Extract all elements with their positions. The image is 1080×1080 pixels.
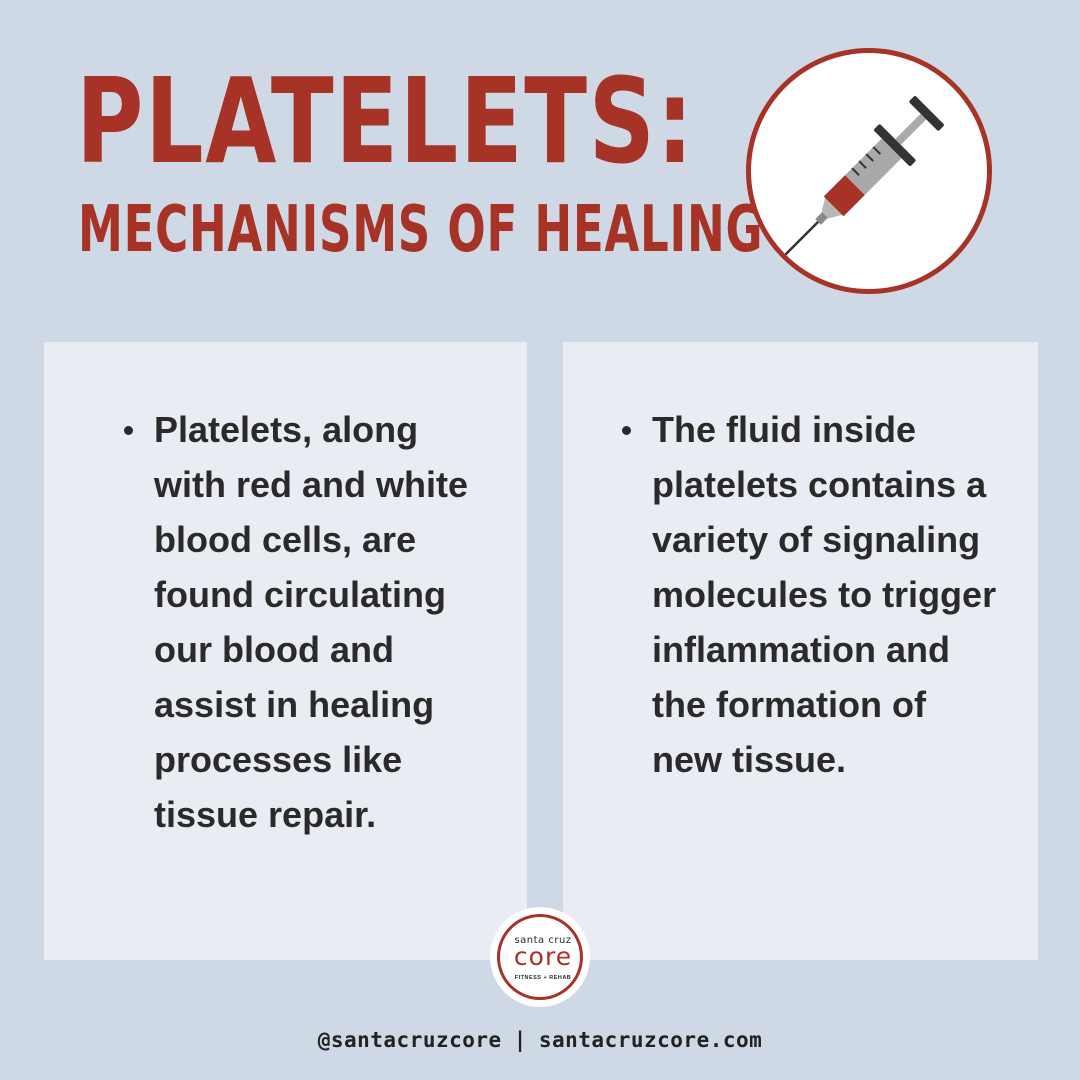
footer-website: santacruzcore.com [538,1028,763,1052]
list-item: Platelets, along with red and white bloo… [124,402,484,842]
panel-left: Platelets, along with red and white bloo… [44,342,527,960]
logo-ring: santa cruz core FITNESS + REHAB [497,914,583,1000]
panel-right-text: The fluid inside platelets contains a va… [652,409,997,780]
logo-line1: santa cruz [514,935,572,946]
footer-separator: | [513,1028,527,1052]
page-title: PLATELETS: [76,52,695,190]
page-subtitle: MECHANISMS OF HEALING [78,193,764,267]
list-item: The fluid inside platelets contains a va… [622,402,1002,787]
logo: santa cruz core FITNESS + REHAB [493,910,587,1004]
bullet-dot [124,426,133,435]
panel-left-text: Platelets, along with red and white bloo… [154,409,469,835]
logo-line2: core [513,942,573,971]
syringe-badge [746,48,992,294]
logo-line3: FITNESS + REHAB [514,975,572,981]
bullet-dot [622,426,631,435]
footer: @santacruzcore | santacruzcore.com [0,1028,1080,1052]
footer-handle: @santacruzcore [317,1028,502,1052]
syringe-icon [784,96,944,256]
panel-right: The fluid inside platelets contains a va… [563,342,1038,960]
